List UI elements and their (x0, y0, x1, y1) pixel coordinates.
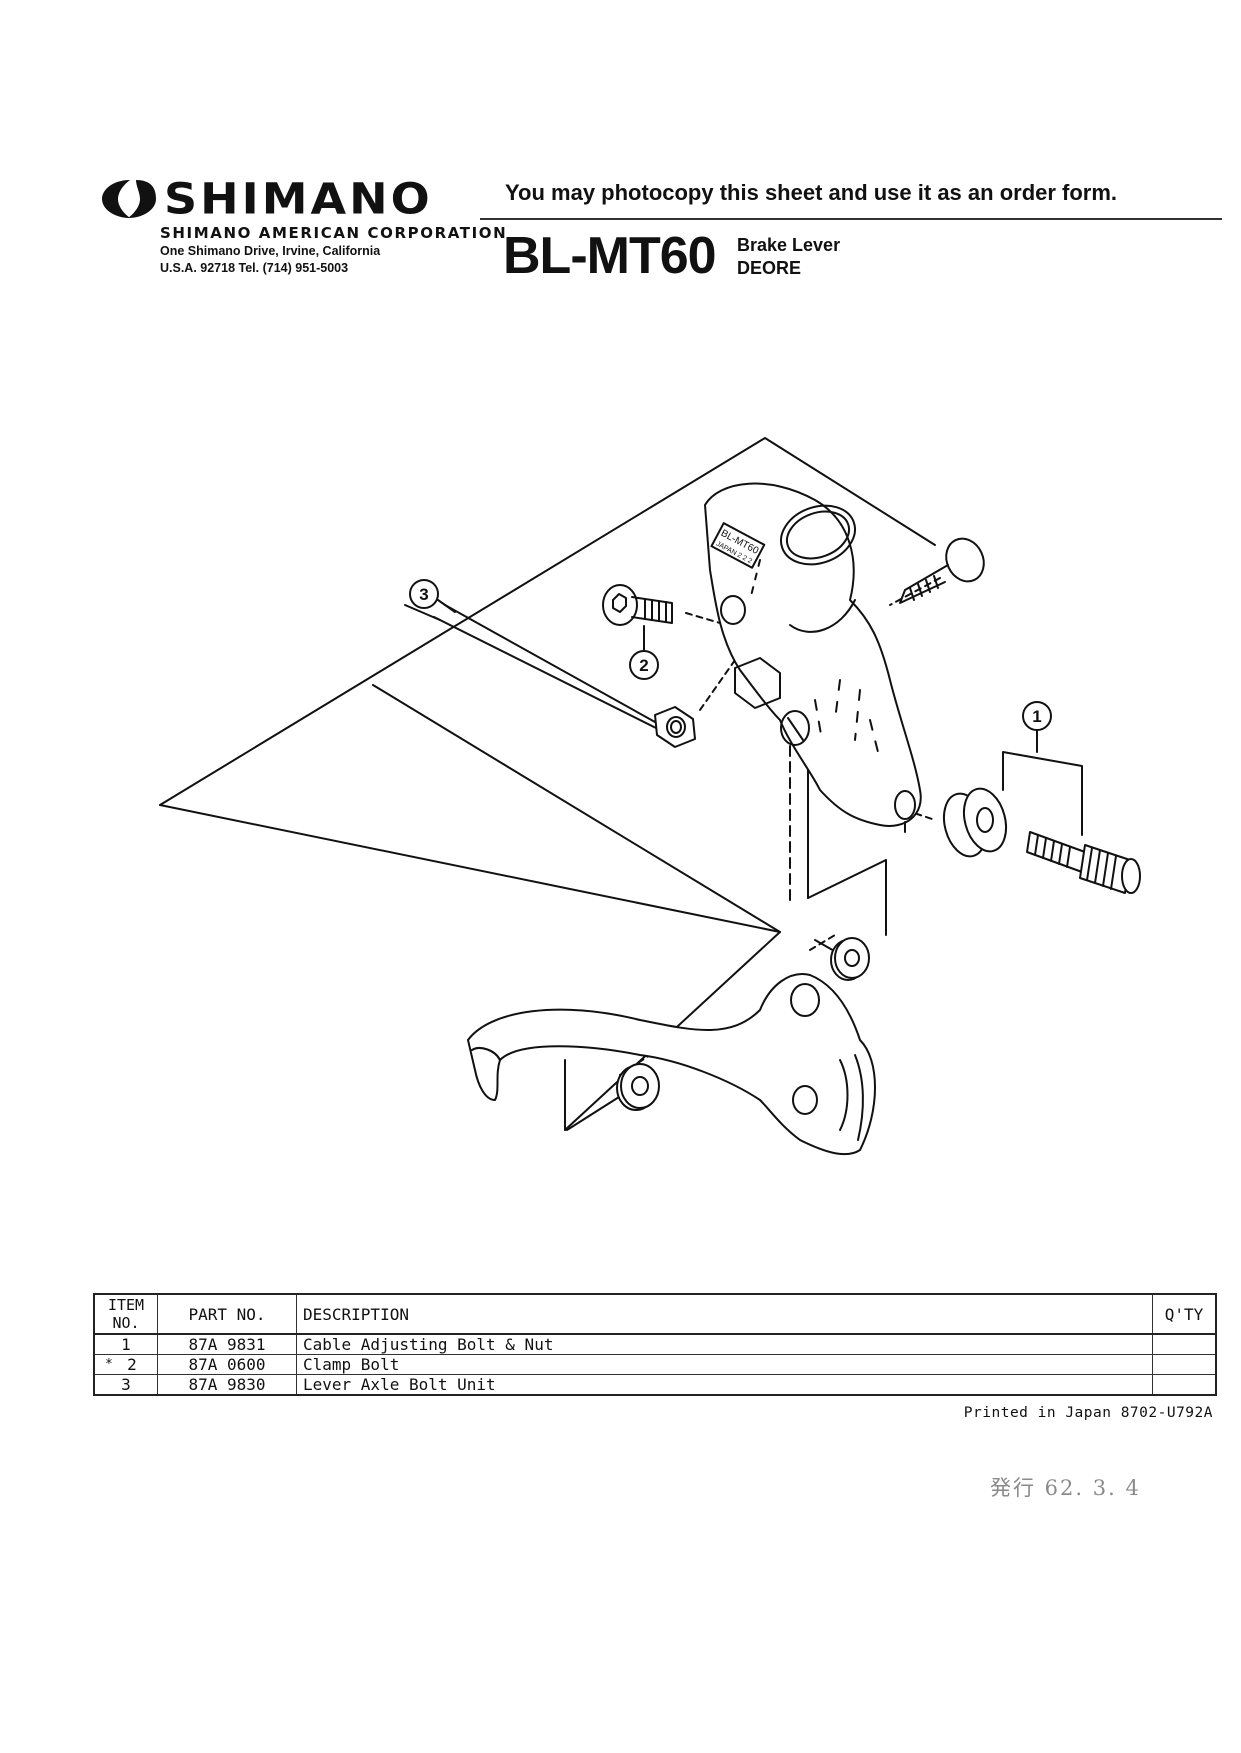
printed-note: Printed in Japan 8702-U792A (963, 1405, 1213, 1421)
table-row: 1 87A 9831 Cable Adjusting Bolt & Nut (93, 1333, 1217, 1355)
column-header-item-line1: ITEM (107, 1296, 145, 1314)
table-header-row: ITEM NO. PART NO. DESCRIPTION Q'TY (93, 1293, 1217, 1335)
brake-lever-blade (467, 973, 876, 1156)
photocopy-notice: You may photocopy this sheet and use it … (505, 180, 1118, 205)
part-description: Lever Axle Bolt Unit (296, 1374, 1153, 1396)
column-header-part-no: PART NO. (157, 1293, 297, 1335)
corporation-name: SHIMANO AMERICAN CORPORATION (160, 224, 508, 242)
clamp-bolt-upper (899, 537, 985, 604)
address-line-2: U.S.A. 92718 Tel. (714) 951-5003 (160, 261, 349, 275)
column-header-item: ITEM NO. (93, 1293, 158, 1335)
callout-2: 2 (629, 625, 659, 680)
recommended-marker: * (105, 1357, 113, 1372)
table-row: * 2 87A 0600 Clamp Bolt (93, 1354, 1217, 1375)
item-cell: * 2 (93, 1354, 158, 1375)
item-number: 1 (121, 1335, 131, 1354)
item-number: 2 (127, 1355, 137, 1374)
issue-date-stamp: 発行 62. 3. 4 (990, 1476, 1141, 1500)
model-series: DEORE (737, 258, 802, 278)
header-divider (480, 218, 1222, 220)
model-number: BL-MT60 (503, 227, 717, 285)
column-header-qty: Q'TY (1152, 1293, 1217, 1335)
callout-1: 1 (1002, 701, 1083, 836)
callout-3-label: 3 (419, 585, 428, 604)
callout-3: 3 (409, 579, 456, 613)
brand-wordmark: SHIMANO (164, 174, 433, 224)
item-cell: 1 (93, 1333, 158, 1355)
item-number: 3 (121, 1375, 131, 1394)
hex-nut (654, 706, 696, 748)
callout-1-label: 1 (1032, 707, 1041, 726)
part-number: 87A 9831 (157, 1333, 297, 1355)
exploded-parts-diagram: BL-MT60 JAPAN 2 2 2 (159, 437, 1141, 1156)
part-number: 87A 0600 (157, 1354, 297, 1375)
cable-adjusting-nut (942, 787, 1008, 858)
shimano-logo: SHIMANO (100, 176, 433, 222)
qty-field[interactable] (1152, 1354, 1217, 1375)
clamp-bolt-item-2 (602, 584, 673, 626)
shimano-emblem-icon (102, 180, 156, 218)
item-cell: 3 (93, 1374, 158, 1396)
lever-body: BL-MT60 JAPAN 2 2 2 (704, 482, 922, 833)
part-description: Clamp Bolt (296, 1354, 1153, 1375)
washer-lower (616, 1063, 660, 1111)
part-description: Cable Adjusting Bolt & Nut (296, 1333, 1153, 1355)
qty-field[interactable] (1152, 1374, 1217, 1396)
column-header-description: DESCRIPTION (296, 1293, 1153, 1335)
washer-upper (830, 937, 870, 981)
table-row: 3 87A 9830 Lever Axle Bolt Unit (93, 1374, 1217, 1396)
cable-adjusting-bolt (1026, 831, 1141, 894)
callout-2-label: 2 (639, 656, 648, 675)
parts-order-table: ITEM NO. PART NO. DESCRIPTION Q'TY 1 87A… (93, 1293, 1217, 1396)
model-type: Brake Lever (737, 235, 841, 255)
address-line-1: One Shimano Drive, Irvine, California (160, 244, 381, 258)
qty-field[interactable] (1152, 1333, 1217, 1355)
column-header-item-line2: NO. (112, 1314, 140, 1332)
part-number: 87A 9830 (157, 1374, 297, 1396)
